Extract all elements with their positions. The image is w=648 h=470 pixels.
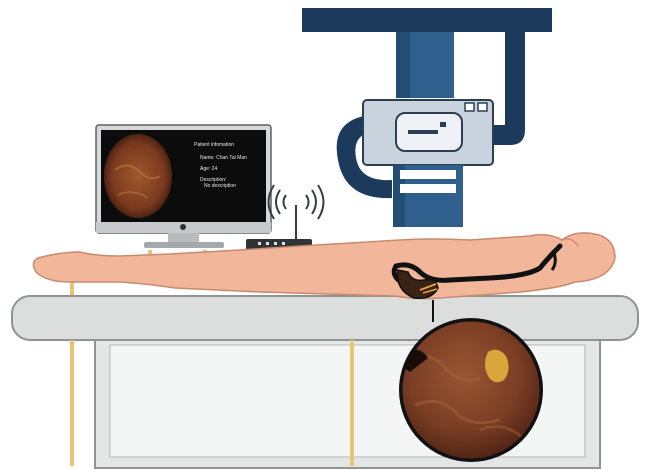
patient-name: Name: Chan Tai Man: [200, 155, 247, 161]
table-top: [12, 296, 638, 340]
monitor-icon: [96, 125, 271, 248]
indicator-light: [465, 103, 474, 111]
gantry-arm-right: [490, 32, 525, 145]
endoscopy-image: [104, 134, 172, 218]
monitor-heading: Patient infomation: [194, 142, 234, 148]
ceiling-rail: [302, 8, 552, 32]
description-value: No description: [204, 183, 236, 189]
patient-body: [33, 233, 615, 299]
monitor-base: [144, 242, 224, 248]
monitor-stand: [168, 233, 199, 242]
monitor-power-button: [180, 224, 186, 230]
patient-age: Age: 24: [200, 166, 217, 172]
examination-table: [12, 296, 638, 468]
x-ray-machine-icon: [302, 8, 552, 227]
indicator-light: [478, 103, 487, 111]
